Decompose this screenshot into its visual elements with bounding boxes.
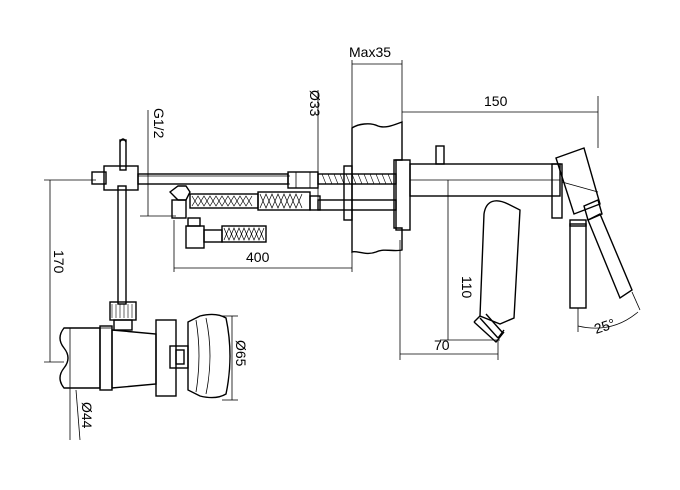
dim-max35-label: Max35 <box>349 44 391 60</box>
dim-150-label: 150 <box>484 93 508 109</box>
dim-170-label: 170 <box>51 250 67 274</box>
dim-25-degree: 25° <box>577 291 641 337</box>
dim-400: 400 <box>173 220 353 272</box>
dim-o44-label: Ø44 <box>79 402 95 429</box>
dim-110: 110 <box>440 180 500 341</box>
dim-170: 170 <box>44 179 96 363</box>
angle-valve <box>59 313 231 399</box>
dim-o65-label: Ø65 <box>233 340 249 367</box>
dim-25-label: 25° <box>592 315 617 337</box>
dim-o33: Ø33 <box>307 90 323 200</box>
dim-70: 70 <box>399 240 499 360</box>
wall-pipes <box>287 165 397 221</box>
dim-g12: G1/2 <box>140 108 176 217</box>
dim-150: 150 <box>402 93 599 148</box>
dim-400-label: 400 <box>246 249 270 265</box>
spout-body <box>409 145 633 344</box>
dim-o33-label: Ø33 <box>307 90 323 117</box>
dim-70-label: 70 <box>434 337 450 353</box>
dim-max35: Max35 <box>349 44 402 65</box>
flex-hose-lower <box>185 217 267 249</box>
dim-o65: Ø65 <box>222 315 249 401</box>
dim-110-label: 110 <box>459 276 475 299</box>
dim-o44: Ø44 <box>69 328 95 441</box>
wall-section <box>351 60 411 255</box>
supply-riser <box>91 138 290 331</box>
flex-hose-upper <box>168 185 321 219</box>
dim-g12-label: G1/2 <box>151 108 167 139</box>
